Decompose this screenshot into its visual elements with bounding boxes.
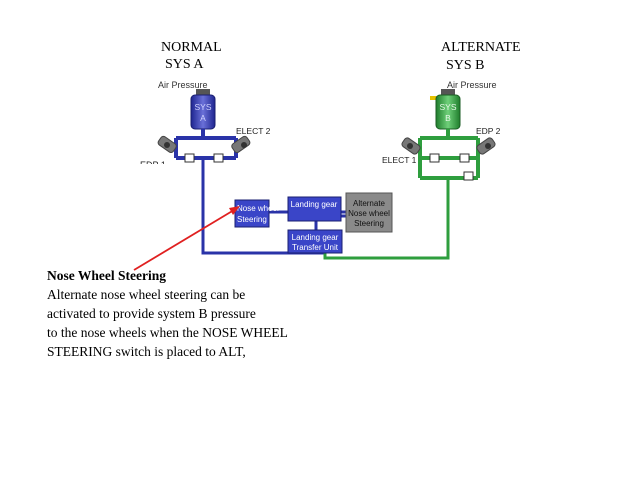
- check-valve-a-2: [213, 153, 224, 163]
- system-b-group: Air Pressure SYS B EDP 2 ELECT 1: [323, 80, 501, 260]
- elect2-label: ELECT 2: [236, 126, 271, 136]
- alternate-nws-box: Alternate Nose wheel Steering: [345, 192, 393, 233]
- pointer-arrow-head-icon: [229, 206, 240, 215]
- description-line-4: STEERING switch is placed to ALT,: [47, 344, 246, 359]
- system-b-supply-line: [323, 178, 450, 260]
- check-valve-b-1: [429, 153, 440, 163]
- reservoir-b-label-1: SYS: [439, 102, 456, 112]
- description-line-1: Alternate nose wheel steering can be: [47, 287, 246, 302]
- alternate-header: ALTERNATE: [441, 40, 521, 55]
- reservoir-b: [435, 94, 461, 130]
- transfer-label-2: Transfer Unit: [292, 243, 339, 252]
- alt-nws-label-2: Nose wheel: [348, 209, 390, 218]
- reservoir-b-cap: [441, 89, 455, 96]
- system-a-group: Air Pressure SYS A ELECT 2 EDP 1: [140, 80, 324, 255]
- elect2-pump-icon: [231, 135, 251, 154]
- normal-header: NORMAL: [161, 40, 222, 55]
- nose-wheel-steering-box: Nose wheel Steering: [234, 199, 279, 228]
- check-valve-a-1: [184, 153, 195, 163]
- pointer-arrow-line: [133, 209, 235, 271]
- edp1-label: EDP 1: [140, 160, 166, 170]
- transfer-label-1: Landing gear: [292, 233, 339, 242]
- air-pressure-b-label: Air Pressure: [447, 80, 497, 90]
- description-block: Nose Wheel Steering Alternate nose wheel…: [47, 266, 377, 361]
- elect1-label: ELECT 1: [382, 155, 417, 165]
- reservoir-b-label-2: B: [445, 113, 451, 123]
- sys-a-header: SYS A: [165, 57, 204, 72]
- edp2-label: EDP 2: [476, 126, 501, 136]
- landing-gear-box: Landing gear: [287, 196, 342, 222]
- reservoir-a: [190, 94, 216, 130]
- air-pressure-a-label: Air Pressure: [158, 80, 208, 90]
- air-pressure-b-indicator: [430, 96, 438, 100]
- landing-gear-label: Landing gear: [291, 200, 338, 209]
- sys-b-header: SYS B: [446, 58, 485, 73]
- check-valve-b-3: [463, 171, 474, 181]
- reservoir-a-label-1: SYS: [194, 102, 211, 112]
- check-valve-b-2: [459, 153, 470, 163]
- description-line-2: activated to provide system B pressure: [47, 306, 256, 321]
- edp1-label-crop: EDP 1: [140, 160, 166, 170]
- reservoir-a-label-2: A: [200, 113, 206, 123]
- nws-label-2: Steering: [237, 215, 267, 224]
- landing-gear-transfer-box: Landing gear Transfer Unit: [287, 229, 343, 254]
- description-title: Nose Wheel Steering: [47, 268, 166, 283]
- reservoir-a-cap: [196, 89, 210, 96]
- description-line-3: to the nose wheels when the NOSE WHEEL: [47, 325, 288, 340]
- alt-nws-label-1: Alternate: [353, 199, 386, 208]
- nws-label-1: Nose wheel: [237, 204, 279, 213]
- alt-nws-label-3: Steering: [354, 219, 384, 228]
